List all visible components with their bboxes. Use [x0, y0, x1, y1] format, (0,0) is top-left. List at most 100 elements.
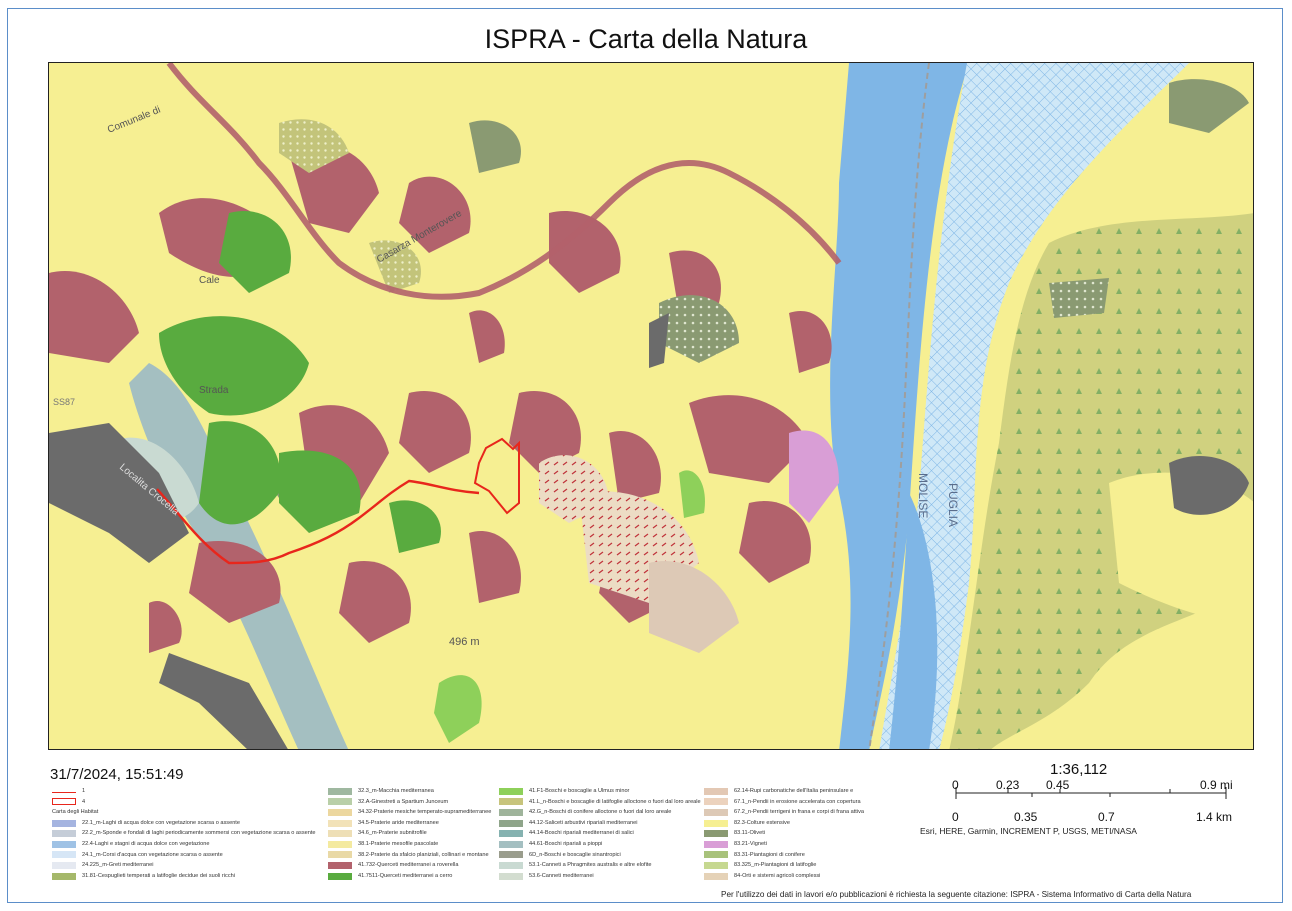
legend-item: 44.61-Boschi ripariali a pioppi: [499, 839, 701, 850]
legend-route-a: 1: [52, 786, 316, 797]
legend-item-label: 83.21-Vigneti: [734, 840, 767, 847]
legend-item: 83.21-Vigneti: [704, 839, 864, 850]
legend-swatch: [328, 808, 352, 816]
legend-item: 84-Orti e sistemi agricoli complessi: [704, 871, 864, 882]
legend-item: 38.1-Praterie mesofile pascolate: [328, 839, 491, 850]
legend-item: 44.14-Boschi ripariali mediterranei di s…: [499, 828, 701, 839]
legend-item-label: 22.2_m-Sponde e fondali di laghi periodi…: [82, 830, 316, 837]
legend-item-label: 32.3_m-Macchia mediterranea: [358, 788, 434, 794]
legend-swatch: [499, 840, 523, 848]
legend-item: 41.732-Querceti mediterranei a roverella: [328, 860, 491, 871]
legend-column-1: 1 4 Carta degli Habitat 22.1_m-Laghi di …: [52, 786, 316, 881]
road-label-2: Strada: [199, 385, 229, 396]
legend-swatch: [704, 851, 728, 859]
legend-swatch: [328, 819, 352, 827]
basemap-credits: Esri, HERE, Garmin, INCREMENT P, USGS, M…: [920, 826, 1137, 836]
map-title: ISPRA - Carta della Natura: [484, 24, 808, 54]
legend-item-label: 44.12-Saliceti arbustivi ripariali medit…: [529, 819, 638, 826]
legend-item-label: 24.225_m-Greti mediterranei: [82, 862, 154, 869]
legend-item: 42.G_n-Boschi di conifere alloctone o fu…: [499, 807, 701, 818]
legend-swatch: [704, 872, 728, 880]
scale-bar: [950, 778, 1250, 813]
road-label-5: Cale: [199, 275, 220, 286]
legend-swatch: [499, 798, 523, 806]
legend-swatch: [52, 830, 76, 838]
legend-item-label: 31.81-Cespuglieti temperati a latifoglie…: [82, 872, 235, 879]
legend-item: 41.7511-Querceti mediterranei a cerro: [328, 871, 491, 882]
legend-item-label: 82.3-Colture estensive: [734, 819, 790, 826]
legend-swatch: [499, 872, 523, 880]
legend-item-label: 41.L_n-Boschi e boscaglie di latifoglie …: [529, 798, 701, 805]
legend-swatch: [52, 819, 76, 827]
legend-item: 67.1_n-Pendii in erosione accelerata con…: [704, 797, 864, 808]
legend-item: 53.1-Canneti a Phragmites australis e al…: [499, 860, 701, 871]
legend-item-label: 67.2_n-Pendii terrigeni in frana e corpi…: [734, 809, 864, 816]
road-label-6: SS87: [53, 397, 75, 407]
legend-swatch: [52, 861, 76, 869]
elevation-label: 496 m: [449, 636, 480, 648]
map-canvas: MOLISE PUGLIA 496 m Comunale di Strada L…: [49, 63, 1253, 749]
legend-item-label: 38.1-Praterie mesofile pascolate: [358, 840, 439, 847]
region-label-puglia: PUGLIA: [946, 483, 960, 527]
scale-mi-0: 0: [952, 778, 959, 792]
legend-swatch: [704, 840, 728, 848]
legend-item: 24.1_m-Corsi d'acqua con vegetazione sca…: [52, 850, 316, 861]
legend-swatch: [499, 861, 523, 869]
legend-item: 32.3_m-Macchia mediterranea: [328, 786, 491, 797]
legend-route-b-label: 4: [82, 798, 86, 805]
legend-swatch: [52, 851, 76, 859]
legend-swatch: [499, 851, 523, 859]
scale-km-3: 1.4 km: [1196, 810, 1233, 824]
legend-item: 83.325_m-Piantagioni di latifoglie: [704, 860, 864, 871]
legend-column-2: 32.3_m-Macchia mediterranea 32.A-Ginestre…: [328, 786, 491, 881]
scale-km-0: 0: [952, 810, 959, 824]
legend-item-label: 34.32-Praterie mesiche temperato-suprame…: [358, 809, 492, 816]
legend-item-label: 53.6-Canneti mediterranei: [529, 872, 594, 879]
legend-item: 38.2-Praterie da sfalcio planiziali, col…: [328, 850, 491, 861]
legend-item-label: 34.6_m-Praterie subnitrofile: [358, 830, 427, 837]
legend-item-label: 53.1-Canneti a Phragmites australis e al…: [529, 862, 652, 869]
legend-item-label: 84-Orti e sistemi agricoli complessi: [734, 872, 821, 879]
legend-swatch: [499, 830, 523, 838]
legend-col4-items: 62.14-Rupi carbonatiche dell'Italia peni…: [704, 786, 864, 881]
legend-swatch: [52, 872, 76, 880]
legend-item: 32.A-Ginestreti a Spartium Junceum: [328, 797, 491, 808]
legend-item: 62.14-Rupi carbonatiche dell'Italia peni…: [704, 786, 864, 797]
legend-item: 34.6_m-Praterie subnitrofile: [328, 828, 491, 839]
legend-item: 41.L_n-Boschi e boscaglie di latifoglie …: [499, 797, 701, 808]
scale-mi-3: 0.9 mi: [1200, 778, 1233, 792]
legend-item-label: 83.31-Piantagioni di conifere: [734, 851, 805, 858]
legend-swatch: [704, 787, 728, 795]
legend-item-label: 22.4-Laghi e stagni di acqua dolce con v…: [82, 840, 210, 847]
legend-item: 34.5-Praterie aride mediterranee: [328, 818, 491, 829]
scale-mi-2: 0.45: [1046, 778, 1070, 792]
scale-bar-graphic: [955, 787, 1227, 799]
legend-swatch: [328, 861, 352, 869]
legend-swatch: [328, 798, 352, 806]
print-timestamp: 31/7/2024, 15:51:49: [50, 766, 184, 783]
legend-col1-items: 22.1_m-Laghi di acqua dolce con vegetazi…: [52, 818, 316, 882]
area-outline-icon: [52, 798, 76, 806]
scale-km-2: 0.7: [1098, 810, 1115, 824]
legend-swatch: [328, 840, 352, 848]
legend-swatch: [499, 819, 523, 827]
legend-item: 82.3-Colture estensive: [704, 818, 864, 829]
legend-item-label: 42.G_n-Boschi di conifere alloctone o fu…: [529, 809, 672, 816]
legend-swatch: [328, 872, 352, 880]
legend-item-label: 67.1_n-Pendii in erosione accelerata con…: [734, 798, 861, 805]
legend-route-b: 4: [52, 797, 316, 808]
map-view[interactable]: MOLISE PUGLIA 496 m Comunale di Strada L…: [48, 62, 1254, 750]
legend-item-label: 38.2-Praterie da sfalcio planiziali, col…: [358, 851, 489, 858]
legend-swatch: [328, 830, 352, 838]
legend-item: 22.2_m-Sponde e fondali di laghi periodi…: [52, 828, 316, 839]
legend-swatch: [704, 798, 728, 806]
legend-item: 6D_n-Boschi e boscaglie sinantropici: [499, 850, 701, 861]
legend-item-label: 32.A-Ginestreti a Spartium Junceum: [358, 798, 449, 805]
legend-heading: Carta degli Habitat: [52, 809, 99, 816]
legend-item-label: 44.61-Boschi ripariali a pioppi: [529, 840, 603, 847]
legend-item-label: 41.732-Querceti mediterranei a roverella: [358, 862, 459, 869]
legend-item-label: 83.325_m-Piantagioni di latifoglie: [734, 862, 817, 869]
legend-item: 31.81-Cespuglieti temperati a latifoglie…: [52, 871, 316, 882]
legend-item-label: 22.1_m-Laghi di acqua dolce con vegetazi…: [82, 819, 240, 826]
